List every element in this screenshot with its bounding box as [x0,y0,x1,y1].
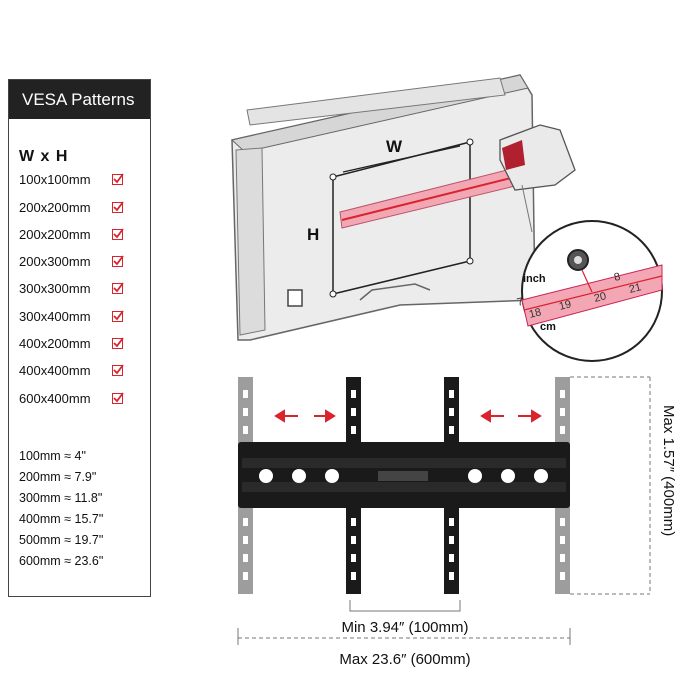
checkbox-icon [112,364,124,376]
pattern-label: 600x400mm [19,391,91,406]
conversion-label: 300mm ≈ 11.8" [19,491,103,505]
inch-label: inch [523,273,546,285]
checkbox-icon [112,337,124,349]
inch-number: 7 [516,296,525,309]
checkbox-icon [112,392,124,404]
conversion-label: 500mm ≈ 19.7" [19,533,104,547]
tape-number: 20 [593,290,608,305]
tape-measure-icon [499,124,576,191]
checkbox-icon [112,255,124,267]
pattern-label: 400x400mm [19,363,91,378]
inch-number: 8 [613,271,622,284]
tape-number: 19 [558,298,573,313]
wxh-header: W x H [19,148,69,165]
conversion-label: 600mm ≈ 23.6" [19,554,104,568]
panel-title: VESA Patterns [9,80,150,119]
checkbox-icon [112,310,124,322]
max-height-label: Max 1.57″ (400mm) [660,405,677,536]
pattern-label: 100x100mm [19,172,91,187]
dimension-lines [237,376,651,645]
conversion-label: 100mm ≈ 4" [19,449,86,463]
pattern-label: 200x300mm [19,254,91,269]
vesa-patterns-panel: VESA Patterns W x H 100x100mm 200x200mm … [8,79,151,597]
w-label: W [386,137,403,156]
tv-port [287,289,303,307]
checkbox-icon [112,201,124,213]
conversion-label: 200mm ≈ 7.9" [19,470,97,484]
cm-label: cm [540,321,556,333]
min-width-label: Min 3.94″ (100mm) [341,619,468,636]
pattern-label: 200x200mm [19,200,91,215]
checkbox-icon [112,173,124,185]
w-arrow [342,145,461,173]
wall-bracket [238,377,570,594]
conversion-label: 400mm ≈ 15.7" [19,512,104,526]
pattern-label: 200x200mm [19,227,91,242]
adjust-arrow-icon [274,409,542,423]
h-label: H [307,225,319,244]
tv-illustration [230,74,576,341]
pattern-label: 400x200mm [19,336,91,351]
tape-number: 18 [528,306,543,321]
max-width-label: Max 23.6″ (600mm) [339,651,470,668]
tape-number: 21 [628,281,643,296]
checkbox-icon [112,282,124,294]
checkbox-icon [112,228,124,240]
zoom-inset [521,184,663,362]
pattern-label: 300x300mm [19,281,91,296]
pattern-label: 300x400mm [19,309,91,324]
